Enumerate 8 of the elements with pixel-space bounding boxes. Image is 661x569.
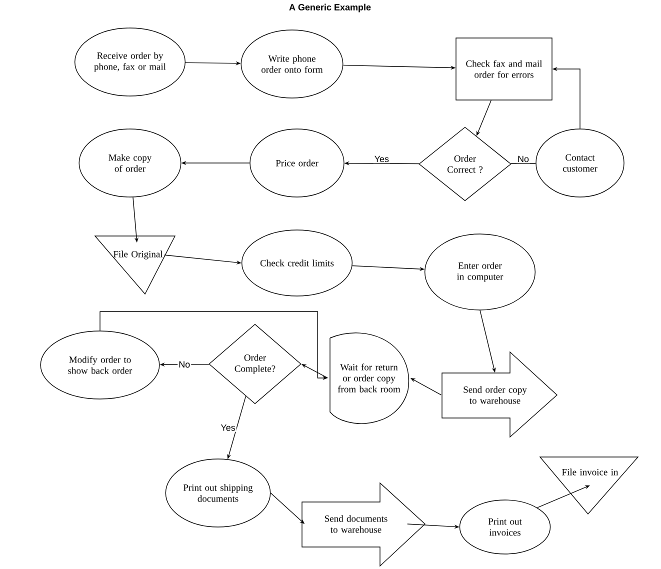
edge-label: No	[178, 360, 192, 369]
process-box: Check fax and mail order for errors	[456, 38, 552, 100]
title: A Generic Example	[289, 4, 371, 12]
edge-label: Yes	[220, 424, 236, 432]
edge-label: Yes	[373, 154, 390, 164]
edge-label: No	[516, 154, 530, 164]
connector-line	[510, 163, 536, 164]
delay-shape: Wait for return or order copy from back room	[330, 332, 410, 424]
